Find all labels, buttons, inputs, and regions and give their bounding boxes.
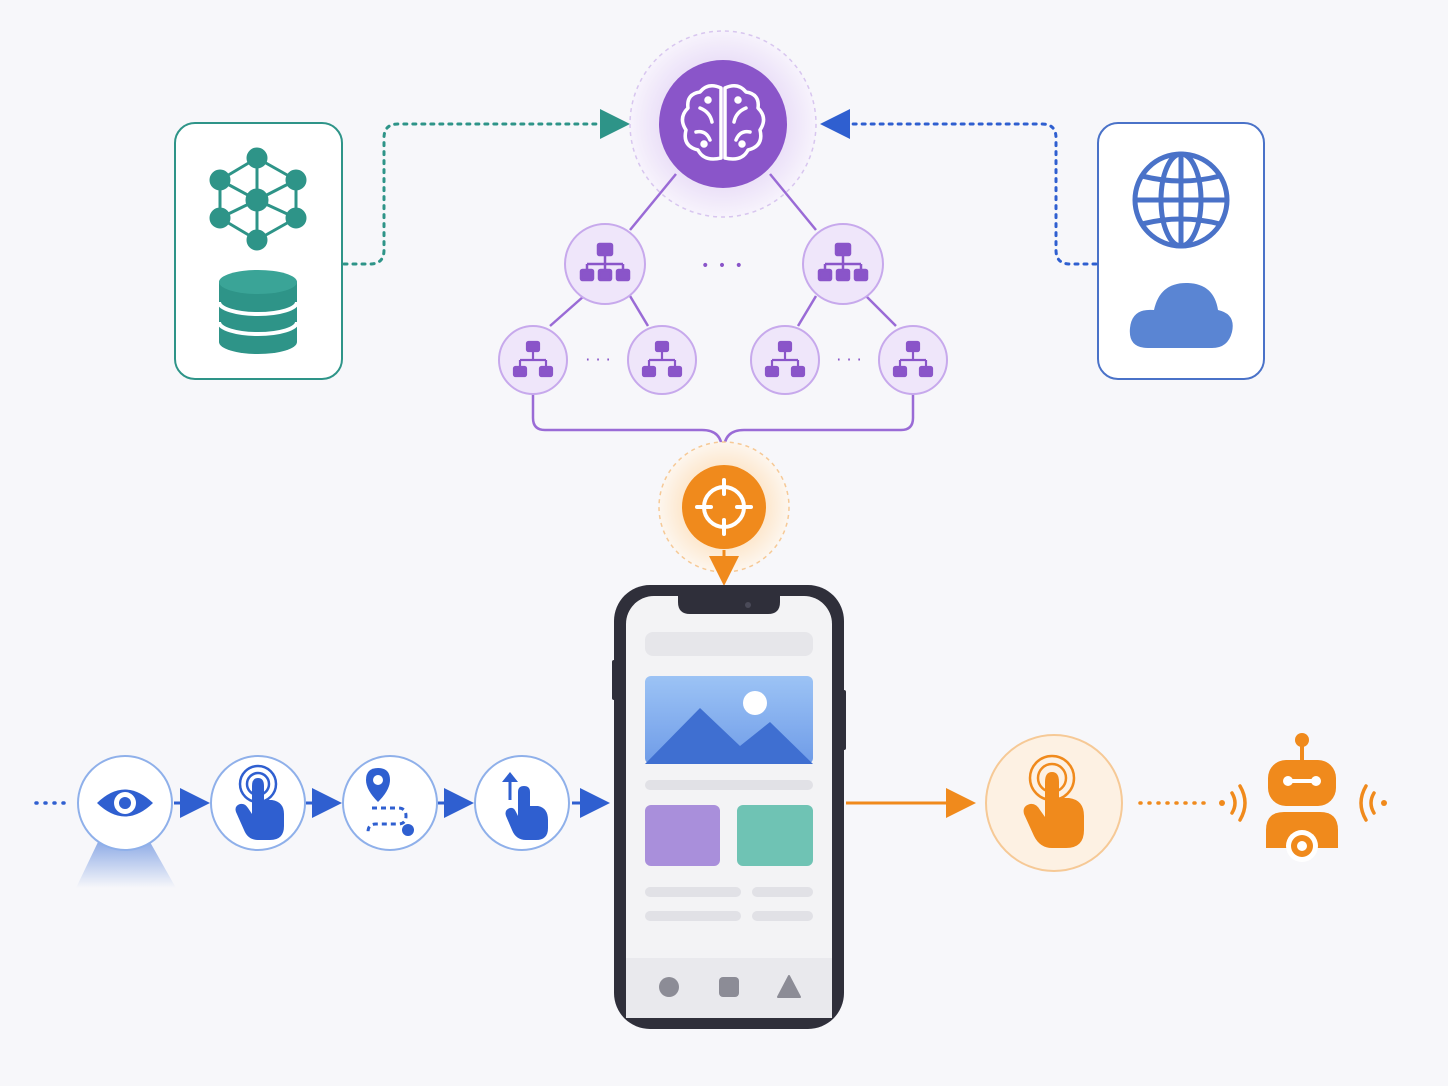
hierarchy-icon xyxy=(817,242,869,282)
knowledge-graph-icon xyxy=(209,147,307,251)
tap-icon xyxy=(235,764,284,840)
observe-step xyxy=(76,755,176,888)
tree-leaf-3 xyxy=(750,325,820,395)
phone-text-line xyxy=(752,887,813,897)
tap-step xyxy=(210,755,306,851)
crosshair-icon xyxy=(695,478,753,536)
database-icon xyxy=(217,270,299,354)
phone-text-line xyxy=(645,911,741,921)
phone-header-placeholder xyxy=(645,632,813,656)
hierarchy-icon xyxy=(764,340,806,378)
robot-agent xyxy=(1219,733,1387,862)
robot-icon xyxy=(1266,733,1338,862)
hierarchy-icon xyxy=(892,340,934,378)
globe-icon xyxy=(1132,151,1230,249)
swipe-icon xyxy=(502,772,548,840)
tree-leaf-4 xyxy=(878,325,948,395)
signal-right-icon xyxy=(1359,784,1387,822)
nav-square-icon[interactable] xyxy=(719,977,739,997)
tree-connectors xyxy=(531,173,915,466)
phone-text-line xyxy=(645,780,813,790)
phone-card-purple xyxy=(645,805,720,866)
knowledge-source-card xyxy=(174,122,343,380)
tree-leaf-1 xyxy=(498,325,568,395)
tree-ellipsis-leaf-left: · · · xyxy=(585,350,610,369)
tree-leaf-2 xyxy=(627,325,697,395)
tree-node-level1-left xyxy=(564,223,646,305)
swipe-step xyxy=(474,755,570,851)
target-node xyxy=(658,441,790,573)
image-placeholder-icon xyxy=(645,676,813,764)
route-icon xyxy=(366,768,414,836)
signal-left-icon xyxy=(1219,784,1247,822)
brain-icon xyxy=(680,84,766,161)
tree-ellipsis-leaf-right: · · · xyxy=(836,350,861,369)
web-source-card xyxy=(1097,122,1265,380)
eye-icon xyxy=(97,789,153,817)
nav-home-circle-icon[interactable] xyxy=(659,977,679,997)
tree-ellipsis-top: • • • xyxy=(701,258,745,274)
tree-node-level1-right xyxy=(802,223,884,305)
cloud-icon xyxy=(1129,282,1233,348)
hierarchy-icon xyxy=(579,242,631,282)
phone-text-line xyxy=(752,911,813,921)
phone-card-teal xyxy=(737,805,813,866)
phone-text-line xyxy=(645,887,741,897)
nav-back-triangle-icon[interactable] xyxy=(777,975,801,998)
action-tap-node xyxy=(985,734,1123,872)
hierarchy-icon xyxy=(641,340,683,378)
hierarchy-icon xyxy=(512,340,554,378)
brain-node xyxy=(629,30,817,218)
phone-notch xyxy=(678,596,780,614)
navigate-step xyxy=(342,755,438,851)
smartphone xyxy=(612,585,846,1029)
tap-icon xyxy=(1023,754,1084,848)
